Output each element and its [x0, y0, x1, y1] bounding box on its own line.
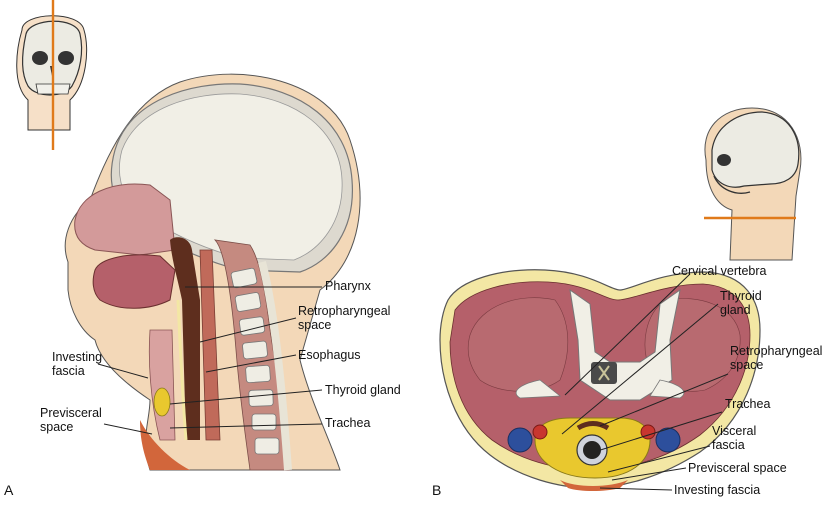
axial-section — [439, 269, 761, 491]
label-visceral-fascia: Visceral fascia — [712, 424, 757, 452]
label-investing-fascia-b: Investing fascia — [674, 483, 761, 497]
panel-a-leaders — [97, 286, 323, 435]
label-retropharyngeal-space-a: Retropharyngeal space — [298, 304, 391, 332]
label-retropharyngeal-space-b: Retropharyngeal space — [730, 344, 823, 372]
sagittal-section — [64, 73, 361, 471]
label-esophagus: Esophagus — [298, 348, 361, 362]
lateral-orientation-icon — [704, 107, 802, 261]
label-previsceral-space-a: Previsceral space — [40, 406, 102, 434]
label-previsceral-space-b: Previsceral space — [688, 461, 787, 475]
panel-letter-b: B — [432, 482, 442, 498]
label-thyroid-gland-a: Thyroid gland — [325, 383, 401, 397]
label-trachea-b: Trachea — [725, 397, 771, 411]
label-cervical-vertebra: Cervical vertebra — [672, 264, 767, 278]
label-investing-fascia-a: Investing fascia — [52, 350, 103, 378]
label-thyroid-gland-b: Thyroid gland — [720, 289, 762, 317]
frontal-orientation-icon — [16, 0, 88, 150]
label-pharynx: Pharynx — [325, 279, 371, 293]
panel-letter-a: A — [4, 482, 14, 498]
panel-b-leaders — [561, 273, 729, 491]
label-trachea-a: Trachea — [325, 416, 371, 430]
